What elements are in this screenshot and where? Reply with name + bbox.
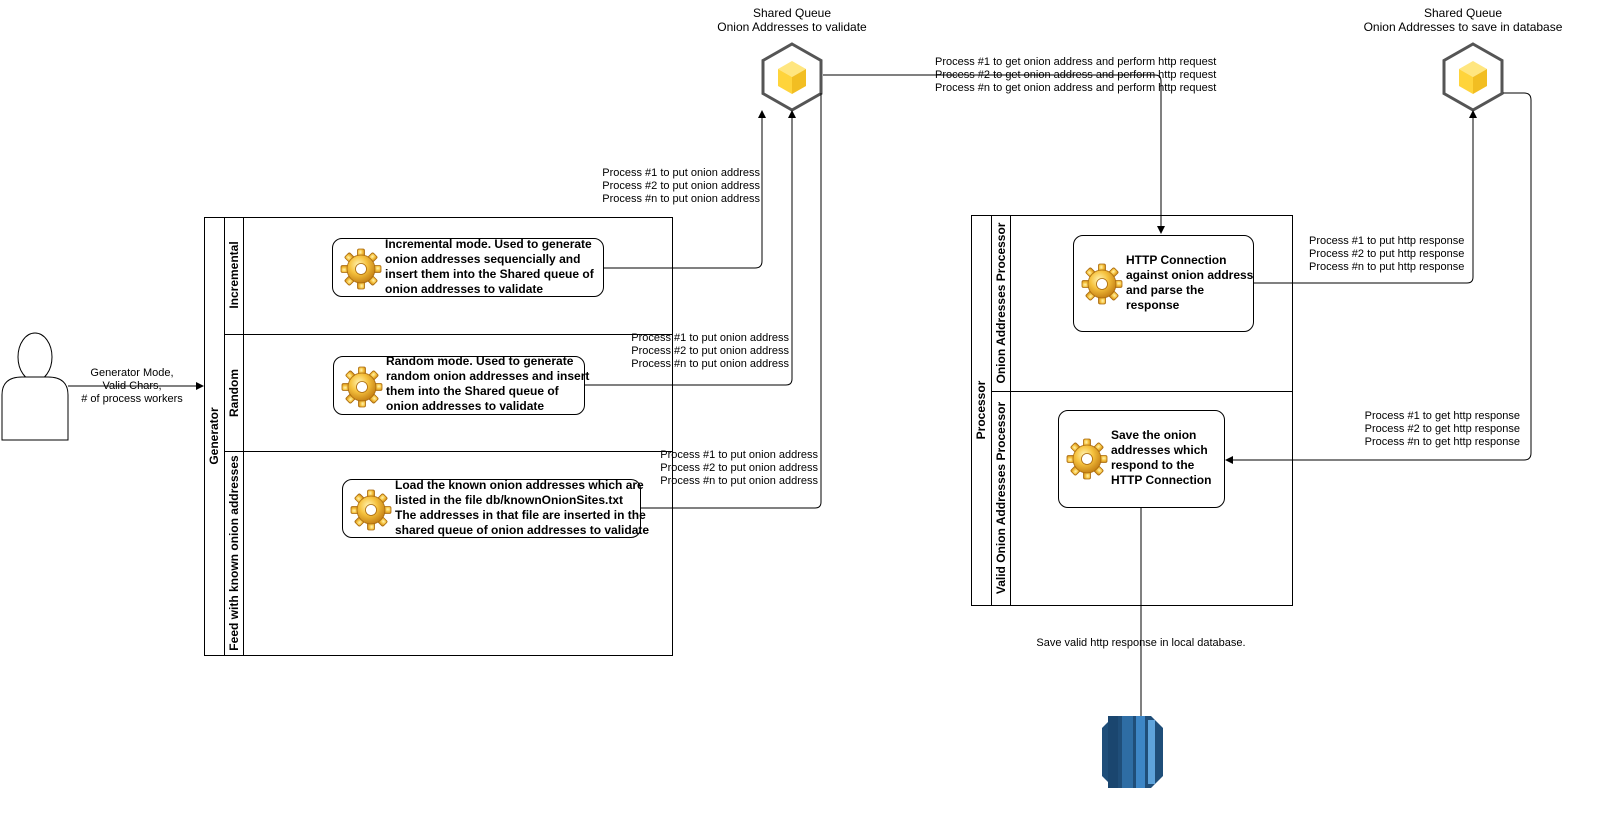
edge-label-line: Process #2 to get http response xyxy=(1364,423,1520,435)
task-line: listed in the file db/knownOnionSites.tx… xyxy=(395,493,624,507)
task-line: Load the known onion addresses which are xyxy=(395,478,644,492)
input-line-2: Valid Chars, xyxy=(102,380,162,392)
gear-icon xyxy=(340,365,384,409)
task-line: and parse the xyxy=(1126,283,1205,297)
edge-label-get-onion: Process #1 to get onion address and perf… xyxy=(935,56,1216,95)
queue-validate-title: Shared Queue Onion Addresses to validate xyxy=(692,6,892,34)
edge-label-line: Process #2 to put http response xyxy=(1309,248,1465,260)
generator-pool-label: Generator xyxy=(207,407,221,465)
edge-label-put-known: Process #1 to put onion address Process … xyxy=(618,449,818,488)
edge-label-line: Process #n to get onion address and perf… xyxy=(935,82,1217,94)
edge-label-put-http: Process #1 to put http response Process … xyxy=(1309,235,1464,274)
edge-label-line: Process #n to get http response xyxy=(1364,436,1520,448)
queue-subtitle: Onion Addresses to validate xyxy=(717,20,867,34)
task-random: Random mode. Used to generate random oni… xyxy=(333,354,589,415)
processor-pool-label: Processor xyxy=(974,380,988,440)
edge-label-line: Process #2 to get onion address and perf… xyxy=(935,69,1217,81)
lane-incremental-label: Incremental xyxy=(227,241,241,309)
task-line: random onion addresses and insert xyxy=(386,369,590,383)
gear-icon xyxy=(339,247,383,291)
edge-label-line: Process #n to put onion address xyxy=(660,475,818,487)
edge-random-queue xyxy=(585,110,796,386)
task-line: shared queue of onion addresses to valid… xyxy=(395,523,650,537)
generator-pool xyxy=(204,217,673,656)
task-line: respond to the xyxy=(1111,458,1195,472)
queue-title: Shared Queue xyxy=(752,6,832,20)
task-line: onion addresses sequencially and xyxy=(385,252,581,266)
task-line: Random mode. Used to generate xyxy=(386,354,574,368)
task-http-connection: HTTP Connection against onion address an… xyxy=(1073,235,1254,332)
task-http-text: HTTP Connection against onion address an… xyxy=(1126,253,1253,313)
edge-label-line: Process #2 to put onion address xyxy=(631,345,789,357)
actor-input-label: Generator Mode, Valid Chars, # of proces… xyxy=(72,367,192,406)
edge-label-line: Process #1 to put http response xyxy=(1309,235,1465,247)
edge-label-line: Process #1 to put onion address xyxy=(631,332,789,344)
queue-subtitle: Onion Addresses to save in database xyxy=(1363,20,1563,34)
edge-label-line: Process #n to put onion address xyxy=(631,358,789,370)
edge-queue-http xyxy=(823,74,1165,234)
edge-label-line: Process #1 to put onion address xyxy=(602,167,760,179)
edge-label-line: Process #n to put http response xyxy=(1309,261,1465,273)
edge-label-save-db: Save valid http response in local databa… xyxy=(1036,637,1246,649)
task-line: Incremental mode. Used to generate xyxy=(385,237,592,251)
user-icon xyxy=(1,332,69,441)
task-incremental: Incremental mode. Used to generate onion… xyxy=(332,237,604,297)
edge-incremental-queue xyxy=(604,110,766,269)
task-line: Save the onion xyxy=(1111,428,1197,442)
edge-label-get-http: Process #1 to get http response Process … xyxy=(1320,410,1520,449)
input-line-1: Generator Mode, xyxy=(90,367,174,379)
edge-label-line: Process #2 to put onion address xyxy=(602,180,760,192)
queue-cube-icon xyxy=(1442,42,1504,112)
edge-label-put-incremental: Process #1 to put onion address Process … xyxy=(560,167,760,206)
edge-label-line: Process #1 to get http response xyxy=(1364,410,1520,422)
task-line: them into the Shared queue of xyxy=(386,384,559,398)
task-line: addresses which xyxy=(1111,443,1208,457)
task-line: response xyxy=(1126,298,1180,312)
task-line: HTTP Connection xyxy=(1111,473,1212,487)
task-save-text: Save the onion addresses which respond t… xyxy=(1111,428,1211,488)
task-known: Load the known onion addresses which are… xyxy=(342,478,649,538)
task-line: onion addresses to validate xyxy=(385,282,544,296)
lane-onion-processor-label: Onion Addresses Processor xyxy=(994,222,1008,384)
task-line: against onion address xyxy=(1126,268,1254,282)
processor-pool xyxy=(971,215,1293,606)
gear-icon xyxy=(1080,262,1124,306)
task-line: onion addresses to validate xyxy=(386,399,545,413)
task-random-text: Random mode. Used to generate random oni… xyxy=(386,354,589,414)
lane-known-label: Feed with known onion addresses xyxy=(227,455,241,651)
queue-save-title: Shared Queue Onion Addresses to save in … xyxy=(1353,6,1573,34)
lane-valid-processor-label: Valid Onion Addresses Processor xyxy=(994,401,1008,595)
edge-known-queue xyxy=(641,93,822,509)
gear-icon xyxy=(1065,437,1109,481)
edge-label-line: Process #1 to put onion address xyxy=(660,449,818,461)
edge-label-line: Process #1 to get onion address and perf… xyxy=(935,56,1217,68)
task-save-onion: Save the onion addresses which respond t… xyxy=(1058,410,1225,508)
task-known-text: Load the known onion addresses which are… xyxy=(395,478,649,538)
task-line: The addresses in that file are inserted … xyxy=(395,508,646,522)
queue-title: Shared Queue xyxy=(1423,6,1503,20)
gear-icon xyxy=(349,488,393,532)
edge-label-line: Process #n to put onion address xyxy=(602,193,760,205)
task-line: insert them into the Shared queue of xyxy=(385,267,594,281)
edge-savequeue-save xyxy=(1225,92,1532,464)
input-line-3: # of process workers xyxy=(81,393,183,405)
database-icon xyxy=(1102,716,1163,788)
queue-cube-icon xyxy=(761,42,823,112)
edge-label-line: Process #2 to put onion address xyxy=(660,462,818,474)
task-line: HTTP Connection xyxy=(1126,253,1227,267)
edge-label-put-random: Process #1 to put onion address Process … xyxy=(589,332,789,371)
task-incremental-text: Incremental mode. Used to generate onion… xyxy=(385,237,594,297)
edge-http-savequeue xyxy=(1254,110,1477,284)
lane-random-label: Random xyxy=(227,369,241,417)
